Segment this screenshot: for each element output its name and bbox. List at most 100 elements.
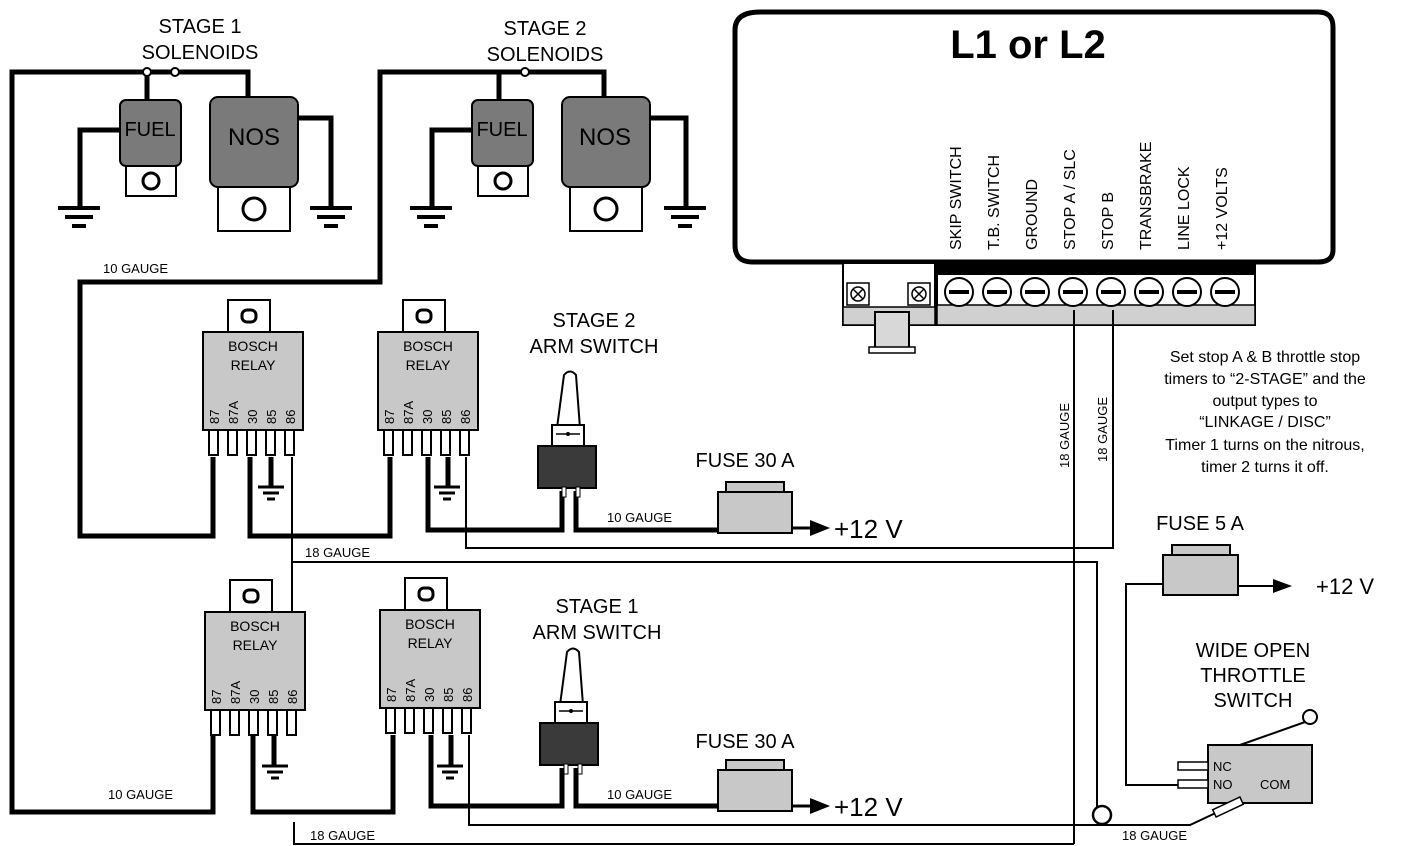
relay-pin-87: 87 (384, 688, 399, 702)
wot-label-line2: THROTTLE (1200, 665, 1306, 687)
fuse-30a-supply-label: +12 V (834, 792, 903, 822)
relay-pin-87: 87 (382, 410, 397, 424)
stage2-nos-solenoid: NOS (561, 96, 651, 232)
fuse-30a-lower: FUSE 30 A +12 V (696, 731, 904, 822)
gauge-labels: 10 GAUGE 10 GAUGE 10 GAUGE 10 GAUGE 18 G… (103, 261, 1187, 843)
relay-name-line2: RELAY (408, 635, 454, 651)
ground-icon (434, 485, 460, 501)
stage1-arm-switch: STAGE 1 ARM SWITCH (533, 596, 662, 775)
wot-com-label: COM (1260, 777, 1290, 792)
stage1-arm-switch-label-line2: ARM SWITCH (533, 622, 662, 644)
relay-upper-left: BOSCH RELAY 87 87A 30 85 86 (202, 299, 304, 456)
stage1-arm-switch-label-line1: STAGE 1 (556, 596, 639, 618)
stage2-fuel-solenoid: FUEL (471, 99, 534, 197)
relay-name-line1: BOSCH (403, 338, 453, 354)
relay-pin-85: 85 (441, 688, 456, 702)
fuse-5a-supply-label: +12 V (1316, 574, 1374, 599)
relay-pin-30: 30 (245, 410, 260, 424)
note-line-1: Set stop A & B throttle stop (1170, 349, 1360, 366)
fuse-30a-label: FUSE 30 A (696, 731, 796, 753)
gauge-label-18-vertical: 18 GAUGE (1057, 403, 1072, 468)
note-line-3: output types to (1213, 393, 1318, 410)
gauge-label-18: 18 GAUGE (1122, 828, 1187, 843)
terminal-block (842, 262, 1256, 354)
relay-pin-86: 86 (460, 688, 475, 702)
relay-pin-87: 87 (207, 410, 222, 424)
ground-icon (262, 764, 288, 780)
relay-pin-86: 86 (283, 410, 298, 424)
ground-icon (310, 206, 352, 228)
gauge-label-18-vertical: 18 GAUGE (1095, 397, 1110, 462)
fuse-5a-label: FUSE 5 A (1156, 513, 1244, 535)
stage1-solenoids-title-line2: SOLENOIDS (142, 42, 259, 64)
wire-junction (142, 67, 152, 77)
note-line-6: timer 2 turns it off. (1201, 459, 1329, 476)
wire-junction (170, 67, 180, 77)
relay-pin-87a: 87A (401, 401, 416, 424)
note-line-4: “LINKAGE / DISC” (1199, 414, 1331, 431)
stage1-fuel-solenoid: FUEL (119, 99, 182, 197)
relay-upper-right: BOSCH RELAY 87 87A 30 85 86 (377, 299, 479, 456)
ground-icon (58, 206, 100, 228)
relay-pin-85: 85 (266, 690, 281, 704)
nos-solenoid-label: NOS (579, 124, 631, 151)
nos-solenoid-label: NOS (228, 124, 280, 151)
fuse-30a-label: FUSE 30 A (696, 450, 796, 472)
arrow-right-icon (810, 798, 830, 814)
relay-pin-87a: 87A (228, 681, 243, 704)
ground-icon (410, 206, 452, 228)
relay-pin-30: 30 (422, 688, 437, 702)
stage1-nos-solenoid: NOS (209, 96, 299, 232)
controller-title: L1 or L2 (950, 23, 1106, 67)
note-line-5: Timer 1 turns on the nitrous, (1165, 437, 1365, 454)
terminal-label-line-lock: LINE LOCK (1176, 166, 1193, 250)
relay-pin-30: 30 (420, 410, 435, 424)
relay-pin-87: 87 (209, 690, 224, 704)
gauge-label-18: 18 GAUGE (310, 828, 375, 843)
wot-nc-label: NC (1213, 759, 1232, 774)
relay-pin-86: 86 (458, 410, 473, 424)
fuel-solenoid-label: FUEL (476, 119, 527, 141)
stage1-solenoids-title-line1: STAGE 1 (159, 16, 242, 38)
wot-no-label: NO (1213, 777, 1233, 792)
relay-name-line1: BOSCH (228, 338, 278, 354)
gauge-label-10: 10 GAUGE (103, 261, 168, 276)
fuel-solenoid-label: FUEL (124, 119, 175, 141)
relay-pin-87a: 87A (226, 401, 241, 424)
relay-pin-86: 86 (285, 690, 300, 704)
stage2-arm-switch-label-line1: STAGE 2 (553, 310, 636, 332)
terminal-label-transbrake: TRANSBRAKE (1138, 142, 1155, 250)
terminal-label-stop-b: STOP B (1100, 192, 1117, 250)
fuse-30a-upper: FUSE 30 A +12 V (696, 450, 904, 544)
gauge-label-10: 10 GAUGE (108, 787, 173, 802)
stage1-solenoids: STAGE 1 SOLENOIDS FUEL NOS (119, 16, 299, 232)
relay-lower-left: BOSCH RELAY 87 87A 30 85 86 (204, 579, 306, 736)
relay-name-line1: BOSCH (405, 616, 455, 632)
arrow-right-icon (1273, 579, 1292, 593)
terminal-label-stop-a-slc: STOP A / SLC (1062, 149, 1079, 250)
wot-label-line1: WIDE OPEN (1196, 640, 1310, 662)
gauge-label-18: 18 GAUGE (305, 545, 370, 560)
terminal-label-skip-switch: SKIP SWITCH (948, 146, 965, 250)
wire-junction (520, 67, 530, 77)
terminal-label-plus12-volts: +12 VOLTS (1214, 167, 1231, 250)
wires (9, 69, 1223, 845)
fuse-5a: FUSE 5 A +12 V (1156, 513, 1374, 599)
relay-pin-85: 85 (439, 410, 454, 424)
stage2-solenoids-title-line2: SOLENOIDS (487, 44, 604, 66)
wot-label-line3: SWITCH (1214, 690, 1293, 712)
relay-name-line2: RELAY (233, 637, 279, 653)
timer-note: Set stop A & B throttle stop timers to “… (1164, 349, 1366, 476)
relay-pin-87a: 87A (403, 679, 418, 702)
gauge-label-10: 10 GAUGE (607, 787, 672, 802)
fuse-30a-supply-label: +12 V (834, 514, 903, 544)
relay-name-line2: RELAY (231, 357, 277, 373)
note-line-2: timers to “2-STAGE” and the (1164, 371, 1366, 388)
stage2-solenoids-title-line1: STAGE 2 (504, 18, 587, 40)
relay-name-line2: RELAY (406, 357, 452, 373)
relay-name-line1: BOSCH (230, 618, 280, 634)
terminal-label-tb-switch: T.B. SWITCH (986, 155, 1003, 250)
stage2-arm-switch: STAGE 2 ARM SWITCH (530, 310, 658, 498)
gauge-label-10: 10 GAUGE (607, 510, 672, 525)
